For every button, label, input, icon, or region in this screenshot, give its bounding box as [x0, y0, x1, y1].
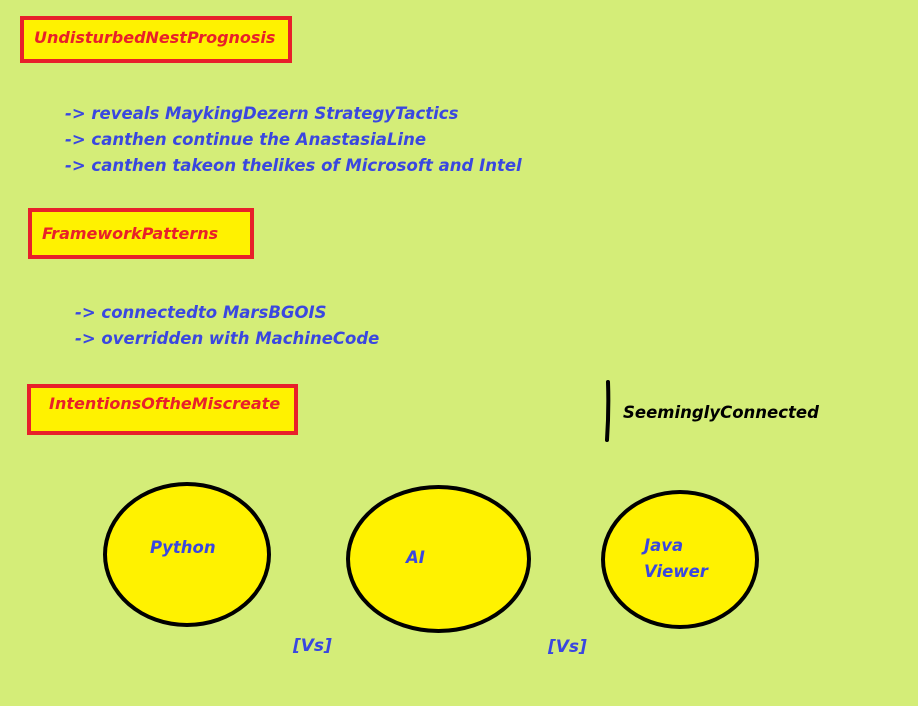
- section-title-box-intentions-of-the-miscreate: IntentionsOftheMiscreate: [27, 384, 298, 435]
- node-label-line: Java: [644, 536, 684, 555]
- legend-label: SeeminglyConnected: [623, 403, 819, 422]
- node-circle-java-viewer: [601, 490, 759, 629]
- section-title-undisturbed-nest-prognosis: UndisturbedNestPrognosis: [34, 28, 276, 47]
- node-label-line: Python: [150, 538, 216, 557]
- bullet-item: -> overridden with MachineCode: [75, 329, 380, 348]
- vs-separator: [Vs]: [548, 637, 587, 657]
- bullet-item: -> connectedto MarsBGOIS: [75, 303, 327, 322]
- node-label-java-viewer: Java Viewer: [644, 533, 708, 585]
- section-title-box-framework-patterns: FrameworkPatterns: [28, 208, 254, 259]
- node-circle-python: [103, 482, 271, 627]
- node-label-ai: AI: [406, 545, 425, 571]
- section-bullets-framework-patterns: -> connectedto MarsBGOIS -> overridden w…: [75, 300, 379, 352]
- node-label-line: AI: [406, 548, 425, 567]
- bullet-item: -> reveals MaykingDezern StrategyTactics: [65, 104, 459, 123]
- node-label-python: Python: [150, 535, 216, 561]
- section-title-box-undisturbed-nest-prognosis: UndisturbedNestPrognosis: [20, 16, 292, 63]
- node-label-line: Viewer: [644, 562, 708, 581]
- bullet-item: -> canthen takeon thelikes of Microsoft …: [65, 156, 522, 175]
- section-title-framework-patterns: FrameworkPatterns: [42, 224, 219, 243]
- section-title-intentions-of-the-miscreate: IntentionsOftheMiscreate: [49, 394, 281, 413]
- vs-separator: [Vs]: [293, 636, 332, 656]
- bullet-item: -> canthen continue the AnastasiaLine: [65, 130, 427, 149]
- connection-bar-icon: [605, 380, 611, 442]
- section-bullets-undisturbed-nest-prognosis: -> reveals MaykingDezern StrategyTactics…: [65, 101, 522, 179]
- node-circle-ai: [346, 485, 531, 633]
